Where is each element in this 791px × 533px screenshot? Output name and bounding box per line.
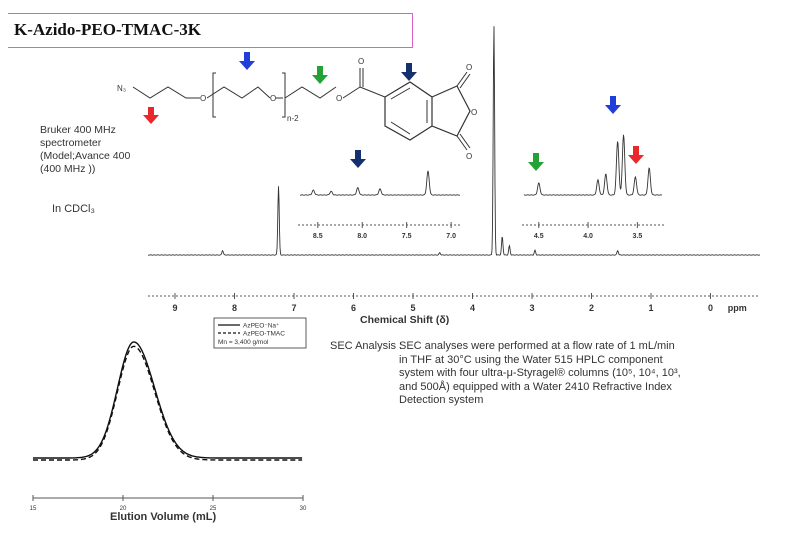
repeat-label: n-2 [287,114,299,123]
nmr-tick-label: 7 [291,303,296,313]
blue-arrow-icon [605,96,621,114]
oxygen-label: O [200,94,206,103]
sec-description: SEC analyses were performed at a flow ra… [399,340,784,408]
page-title: K-Azido-PEO-TMAC-3K [14,20,201,39]
sec-series-line [33,345,303,461]
red-arrow-icon [143,107,159,124]
green-arrow-icon [312,66,328,84]
nmr-ticks: 9 8 7 6 5 4 3 2 1 0 ppm [172,293,747,313]
nmr-tick-label: 1 [648,303,653,313]
instrument-line: (Model;Avance 400 [40,150,131,162]
legend-note: Mn = 3,400 g/mol [218,339,269,346]
sec-tick-label: 30 [300,506,307,512]
sec-analysis-label: SEC Analysis : [330,340,403,352]
inset-tick-label: 3.5 [632,233,642,240]
sec-tick-label: 15 [30,506,37,512]
inset-tick-label: 8.5 [313,233,323,240]
nmr-x-label: Chemical Shift (δ) [360,314,450,326]
legend-entry: AzPEO-TMAC [243,331,285,338]
oxygen-label: O [466,63,472,72]
instrument-info: Bruker 400 MHz spectrometer (Model;Avanc… [40,124,150,176]
sec-text-line: SEC analyses were performed at a flow ra… [399,340,675,352]
inset-ticks: 4.5 4.0 3.5 [534,222,642,240]
inset-tick-label: 7.5 [402,233,412,240]
nmr-tick-label: 6 [351,303,356,313]
nmr-tick-label: 8 [232,303,237,313]
solvent-label: In CDCl₃ [52,203,95,215]
title-box [8,13,413,48]
inset-ticks: 8.5 8.0 7.5 7.0 [313,222,456,240]
blue-arrow-icon [239,52,255,70]
inset-tick-label: 4.5 [534,233,544,240]
sec-text-line: in THF at 30°C using the Water 515 HPLC … [399,353,663,366]
inset-trace [523,134,663,196]
oxygen-label: O [471,108,477,117]
sec-ticks: 15 20 25 30 [30,495,307,512]
inset-trace [300,170,461,196]
oxygen-label: O [336,94,342,103]
nmr-tick-label: 5 [410,303,415,313]
inset-tick-label: 4.0 [583,233,593,240]
navy-arrow-icon [350,150,366,168]
nmr-tick-label: 2 [589,303,594,313]
nmr-tick-label: 4 [470,303,475,313]
sec-tick-label: 20 [120,506,127,512]
sec-text-line: Detection system [399,394,484,406]
instrument-line: Bruker 400 MHz [40,124,116,136]
nmr-tick-label: ppm [728,303,747,313]
n3-label: N₃ [117,84,126,93]
red-arrow-icon [628,146,644,164]
legend-entry: AzPEO⁻Na⁺ [243,323,280,330]
sec-tick-label: 25 [210,506,217,512]
nmr-tick-label: 3 [529,303,534,313]
sec-text-line: system with four ultra-μ-Styragel® colum… [399,367,681,379]
svg-text:O: O [466,152,472,161]
sec-legend: AzPEO⁻Na⁺ AzPEO-TMAC Mn = 3,400 g/mol [213,317,307,349]
nmr-tick-label: 9 [172,303,177,313]
green-arrow-icon [528,153,544,171]
oxygen-label: O [270,94,276,103]
sec-series-line [33,341,303,459]
sec-text-line: and 500Å) equipped with a Water 2410 Ref… [399,380,672,393]
instrument-line: spectrometer [40,137,102,149]
instrument-line: (400 MHz )) [40,163,96,175]
nmr-tick-label: 0 [708,303,713,313]
navy-arrow-icon [401,63,417,81]
inset-tick-label: 8.0 [357,233,367,240]
inset-tick-label: 7.0 [446,233,456,240]
oxygen-label: O [358,57,364,66]
sec-x-label: Elution Volume (mL) [110,511,217,523]
nmr-trace [147,26,761,256]
